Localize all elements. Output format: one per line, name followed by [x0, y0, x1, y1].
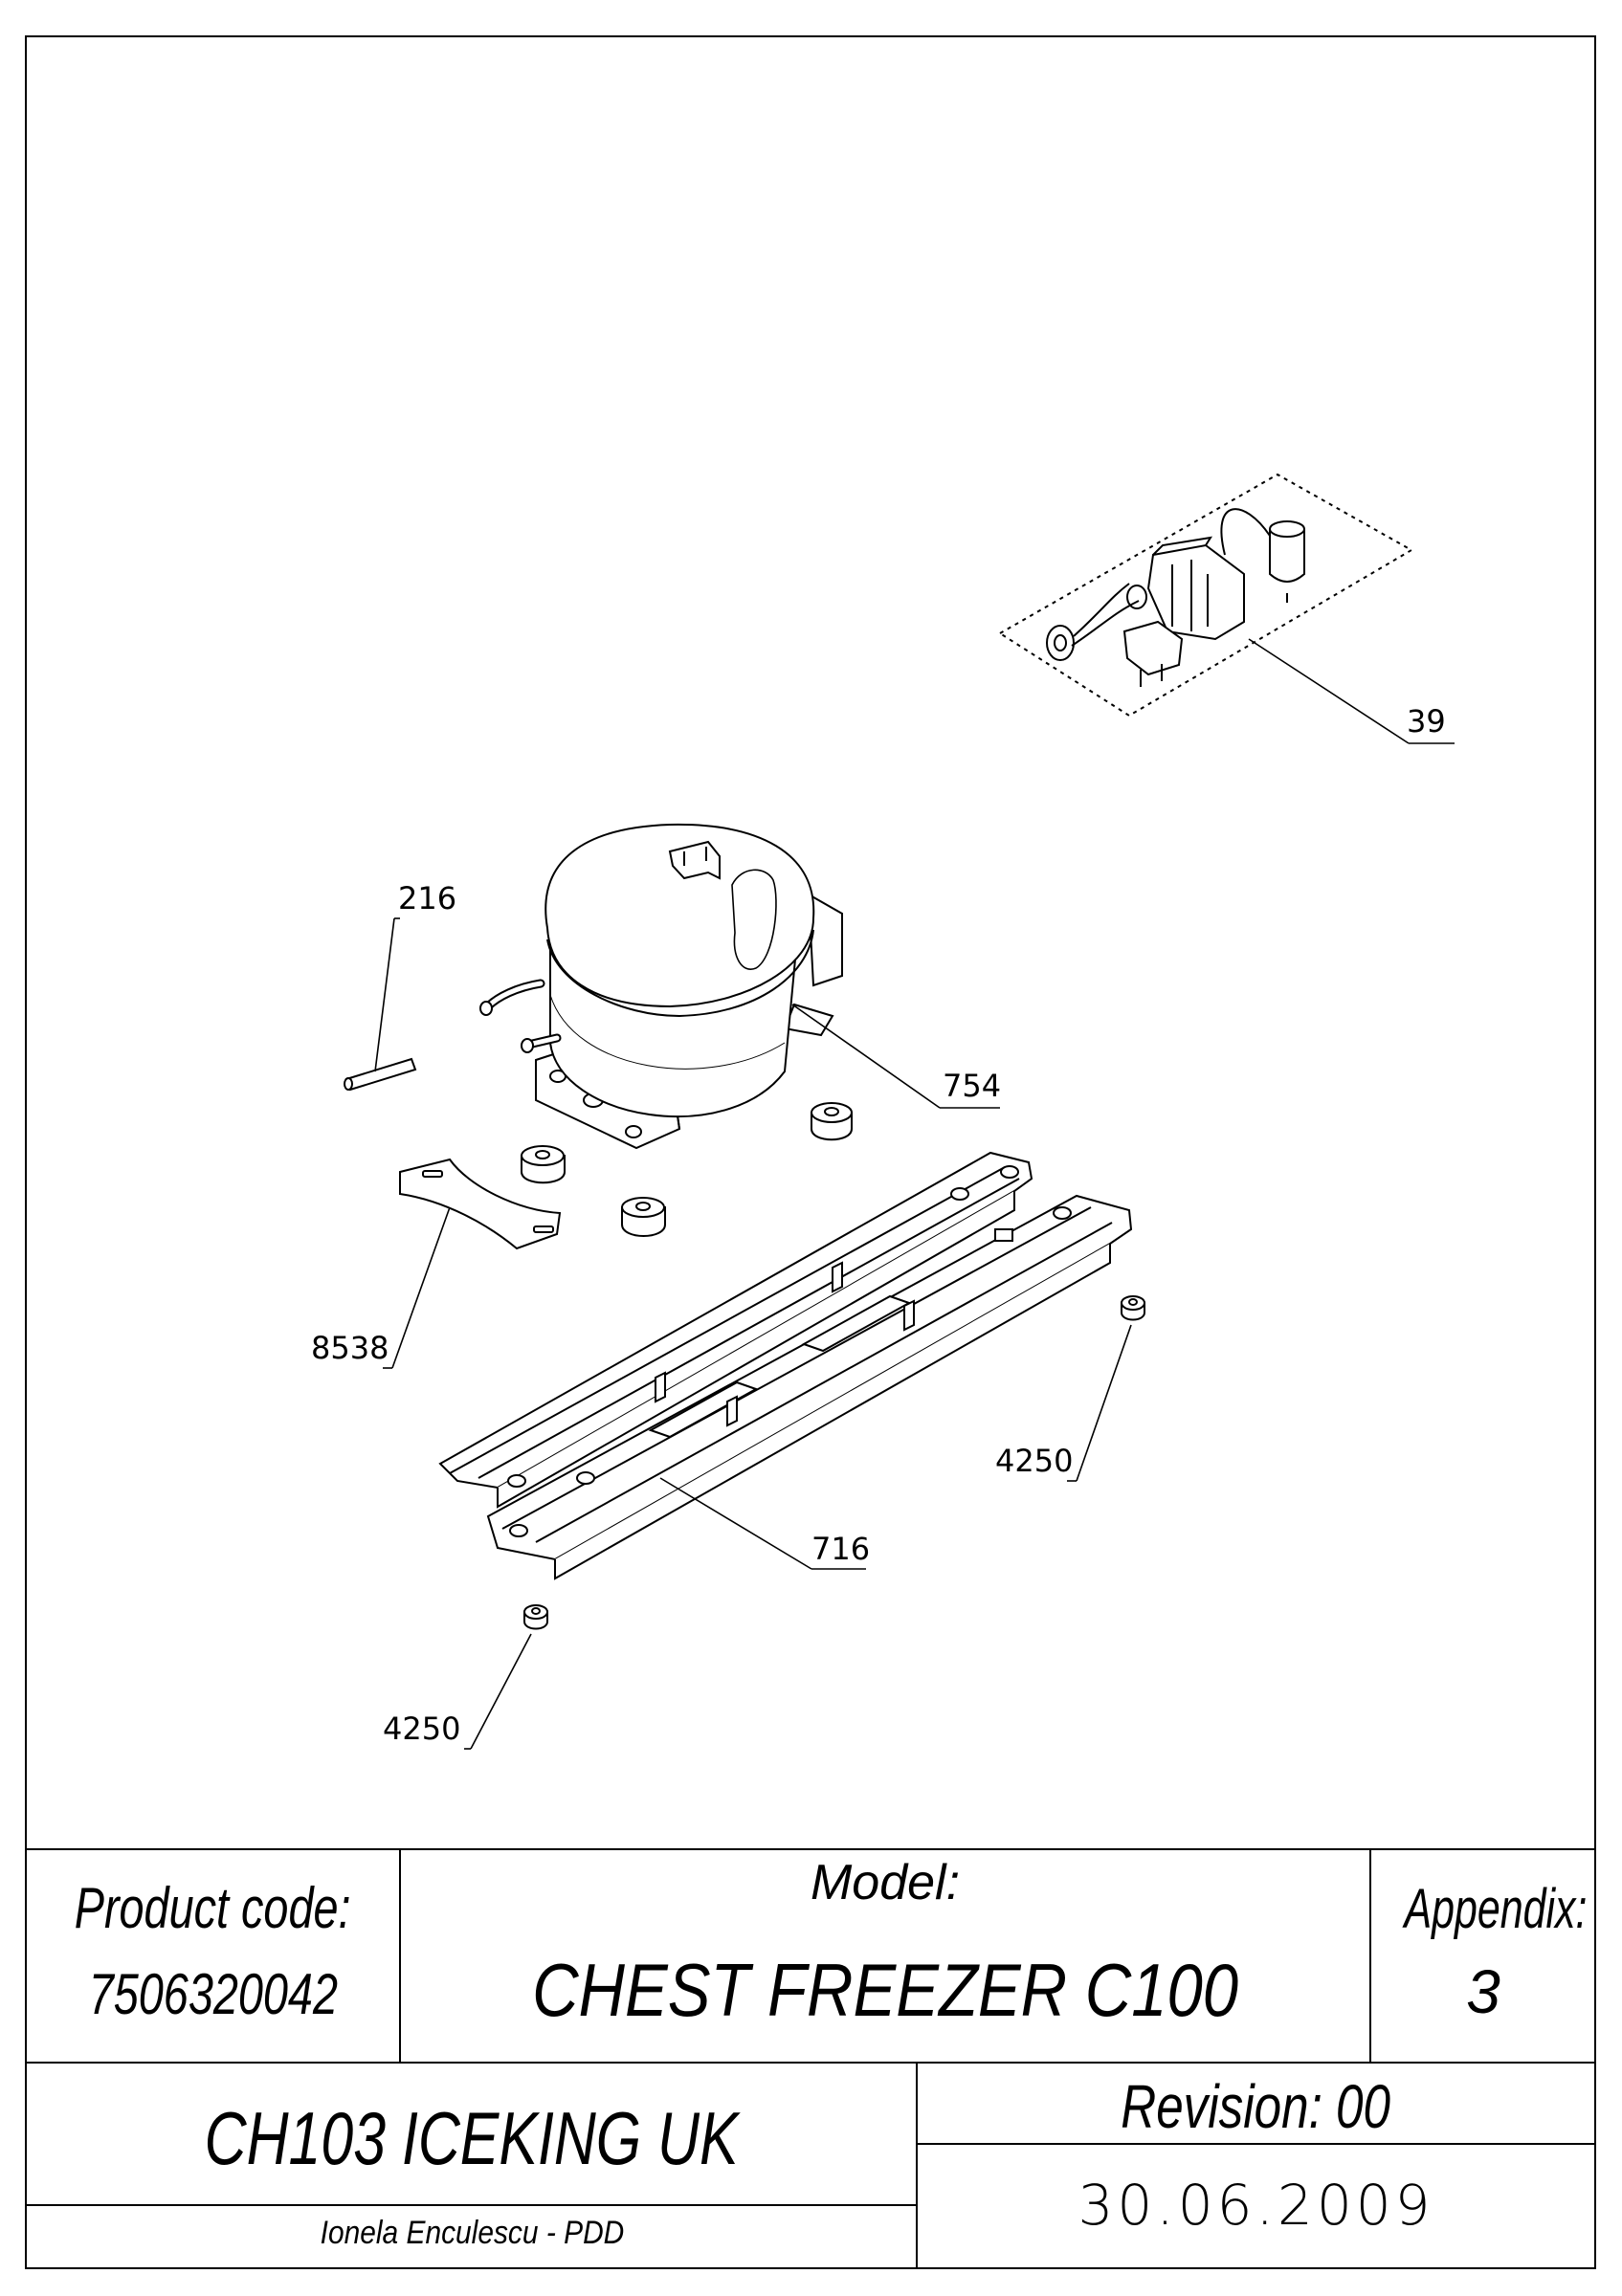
- leader-4250-left: [470, 1633, 532, 1750]
- leader-216: [374, 917, 395, 1072]
- plate-8538: [399, 1158, 562, 1250]
- project-name: CH103 ICEKING UK: [205, 2096, 739, 2180]
- callout-754: 754: [943, 1068, 1001, 1104]
- callout-716: 716: [811, 1531, 870, 1567]
- appendix-label: Appendix:: [1404, 1878, 1588, 1940]
- product-code-value: 7506320042: [88, 1962, 338, 2026]
- model-value: CHEST FREEZER C100: [531, 1948, 1239, 2032]
- author: Ionela Enculescu - PDD: [320, 2215, 624, 2251]
- model-label: Model:: [810, 1855, 961, 1910]
- nut-4250-left: [523, 1604, 548, 1630]
- rubber-grommets: [521, 1102, 853, 1237]
- tube-216: [344, 1057, 417, 1092]
- callout-8538: 8538: [311, 1330, 389, 1366]
- leader-39: [1248, 638, 1410, 744]
- mounting-rails-716: [438, 1151, 1133, 1580]
- appendix-value: 3: [1466, 1957, 1500, 2026]
- leader-754: [791, 1004, 941, 1109]
- leader-716: [659, 1477, 812, 1570]
- leader-8538: [391, 1206, 451, 1369]
- title-block-grid: [26, 1848, 1595, 2268]
- callout-216: 216: [398, 880, 456, 916]
- callout-4250-right: 4250: [995, 1443, 1073, 1479]
- revision: Revision: 00: [1121, 2072, 1391, 2140]
- callout-39: 39: [1407, 703, 1446, 740]
- electrical-kit-39: [998, 473, 1414, 718]
- date: 30.06.2009: [1078, 2173, 1434, 2238]
- product-code-label: Product code:: [75, 1876, 351, 1940]
- callout-4250-left: 4250: [383, 1711, 460, 1747]
- nut-4250-right: [1121, 1295, 1145, 1321]
- compressor-754: [479, 823, 843, 1150]
- drawing-frame: [25, 35, 1596, 2269]
- leader-4250-right: [1076, 1324, 1132, 1482]
